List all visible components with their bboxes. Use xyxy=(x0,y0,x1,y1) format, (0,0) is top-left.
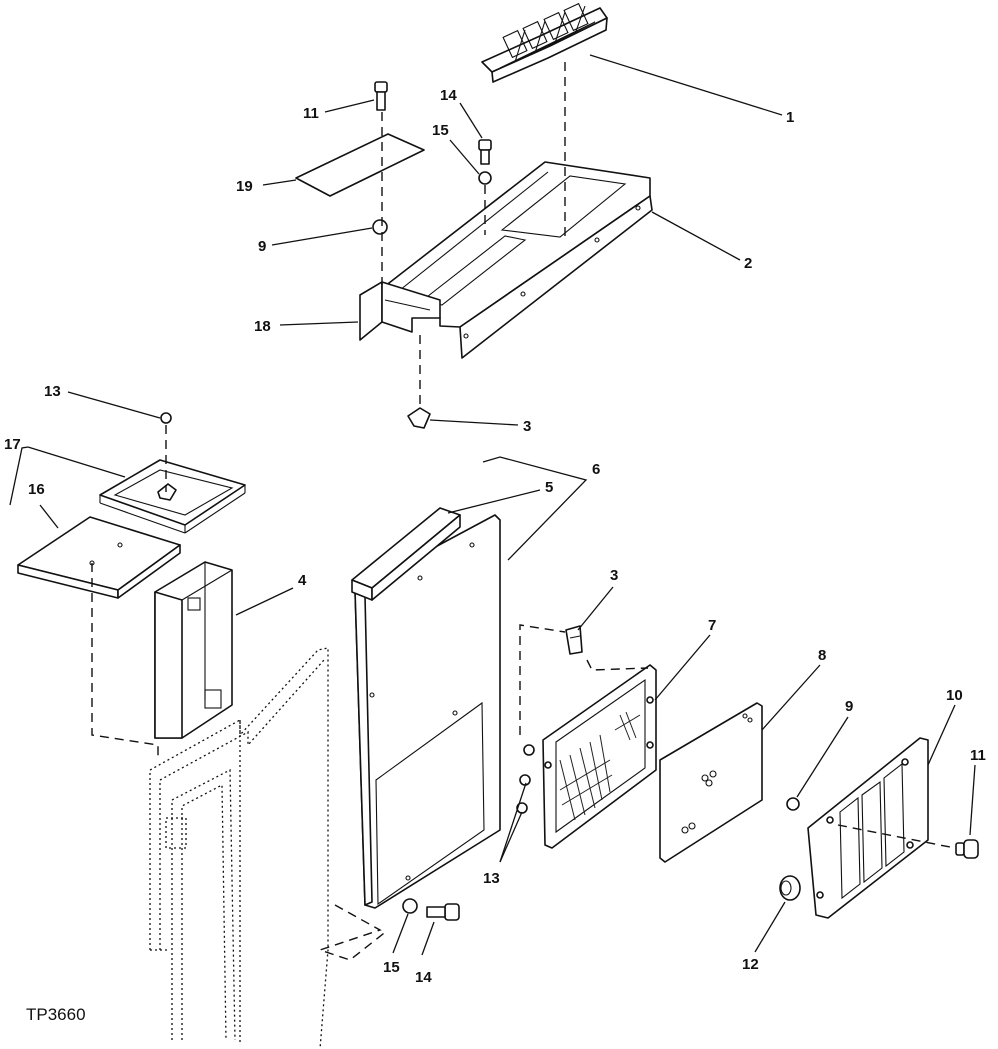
callout-13-left: 13 xyxy=(44,383,61,400)
part-11-screw-right xyxy=(955,839,979,859)
callout-11-top: 11 xyxy=(303,105,319,122)
part-17-retaining-frame xyxy=(99,459,246,534)
part-9-washer-right xyxy=(786,797,800,811)
part-3-clip-top xyxy=(407,407,431,429)
part-11-screw-top xyxy=(374,81,388,111)
callout-17: 17 xyxy=(4,436,21,453)
leader-lines xyxy=(9,54,976,956)
callout-13-center: 13 xyxy=(483,870,500,887)
callout-8: 8 xyxy=(818,647,826,664)
callout-3-top: 3 xyxy=(523,418,531,435)
part-19-cover-plate xyxy=(295,133,425,197)
callout-14-top: 14 xyxy=(440,87,457,104)
part-14-screw-top xyxy=(478,139,492,165)
callout-5: 5 xyxy=(545,479,553,496)
reference-enclosure-outline xyxy=(149,647,329,1049)
callout-2: 2 xyxy=(744,255,752,272)
assembly-guide-lines xyxy=(91,62,956,961)
part-14-screw-bottom xyxy=(426,903,460,921)
callout-3-right: 3 xyxy=(610,567,618,584)
callout-9-right: 9 xyxy=(845,698,853,715)
callout-1: 1 xyxy=(786,109,794,126)
callout-10: 10 xyxy=(946,687,963,704)
callout-12: 12 xyxy=(742,956,759,973)
callout-19: 19 xyxy=(236,178,253,195)
callout-4: 4 xyxy=(298,572,307,589)
part-12-knob xyxy=(779,875,801,901)
part-13-nut-left xyxy=(160,412,172,424)
part-2-console-frame xyxy=(379,161,653,359)
callout-labels: 1 2 3 11 14 15 19 9 18 13 17 16 4 5 6 3 … xyxy=(4,87,986,986)
callout-7: 7 xyxy=(708,617,716,634)
callout-16: 16 xyxy=(28,481,45,498)
part-15-washer-bottom xyxy=(402,898,418,914)
part-16-base-plate xyxy=(17,516,181,599)
callout-6: 6 xyxy=(592,461,600,478)
part-9-washer-top xyxy=(372,219,388,235)
part-18-end-bracket xyxy=(359,281,441,341)
callout-11-right: 11 xyxy=(970,747,986,764)
figure-id: TP3660 xyxy=(26,1005,86,1024)
part-10-grille-cover xyxy=(807,737,929,919)
callout-14-bottom: 14 xyxy=(415,969,432,986)
part-3-clip-right xyxy=(565,625,583,655)
callout-15-bottom: 15 xyxy=(383,959,400,976)
part-8-filter-element xyxy=(659,702,763,863)
part-15-washer-top xyxy=(478,171,492,185)
part-7-filter-frame xyxy=(542,664,657,849)
part-4-controller-module xyxy=(154,561,233,739)
part-5-seal-strip xyxy=(351,507,461,601)
part-1-vent-grille xyxy=(481,2,608,83)
part-6-side-panel xyxy=(354,514,501,909)
callout-15-top: 15 xyxy=(432,122,449,139)
callout-9-top: 9 xyxy=(258,238,266,255)
callout-18: 18 xyxy=(254,318,271,335)
